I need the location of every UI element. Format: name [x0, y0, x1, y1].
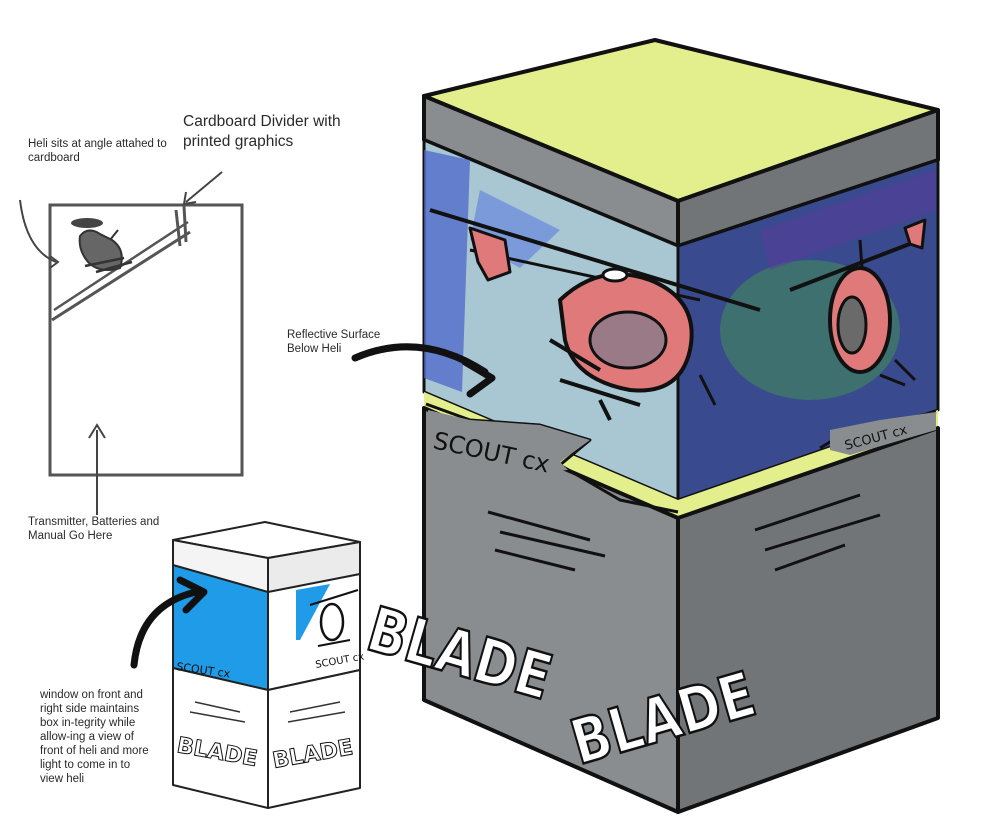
- small-box-side-wall: [267, 669, 361, 809]
- large-heli-front: [429, 208, 761, 421]
- small-box-heli-icon: [319, 602, 345, 642]
- divider-note: Cardboard Divider with printed graphics: [183, 113, 341, 150]
- large-heli-side: [789, 218, 927, 387]
- window-note: window on front and right side maintains…: [40, 689, 149, 785]
- heli-angle-note: Heli sits at angle attahed to cardboard: [28, 138, 167, 164]
- heli-angle-arrow: [19, 199, 57, 263]
- large-box-side-wall: [676, 426, 940, 814]
- large-box-sketch: [422, 38, 940, 814]
- small-heli-icon: [71, 218, 133, 274]
- divider-arrow: [185, 171, 223, 203]
- reflective-surface-note: Reflective Surface Below Heli: [287, 329, 381, 355]
- cross-section-sketch: [19, 171, 244, 515]
- transmitter-note: Transmitter, Batteries and Manual Go Her…: [28, 516, 160, 542]
- cardboard-divider-line: [51, 230, 191, 322]
- cross-section-outline: [48, 203, 244, 477]
- window-arrow: [130, 588, 200, 669]
- divider-tab: [174, 205, 188, 247]
